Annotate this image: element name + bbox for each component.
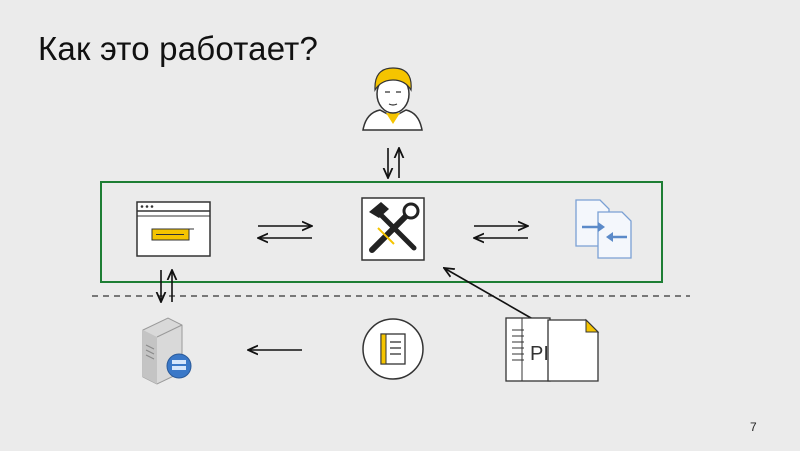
tools-compare-arrows (474, 226, 528, 238)
user-tools-arrows (388, 148, 399, 178)
files-tools-arrow (444, 268, 539, 323)
document-circle-icon (362, 318, 424, 380)
browser-window-icon (136, 201, 211, 257)
server-icon (142, 317, 192, 385)
user-icon (362, 67, 423, 131)
pdf-files-icon (505, 317, 600, 382)
slide-title: Как это работает? (38, 30, 319, 67)
browser-tools-arrows (258, 226, 312, 238)
process-frame (100, 181, 663, 283)
tools-icon (361, 197, 425, 261)
compare-documents-icon (575, 199, 632, 259)
browser-server-arrows (161, 270, 172, 302)
pdf-file-label: PI (530, 343, 549, 365)
slide-number: 7 (750, 420, 757, 434)
